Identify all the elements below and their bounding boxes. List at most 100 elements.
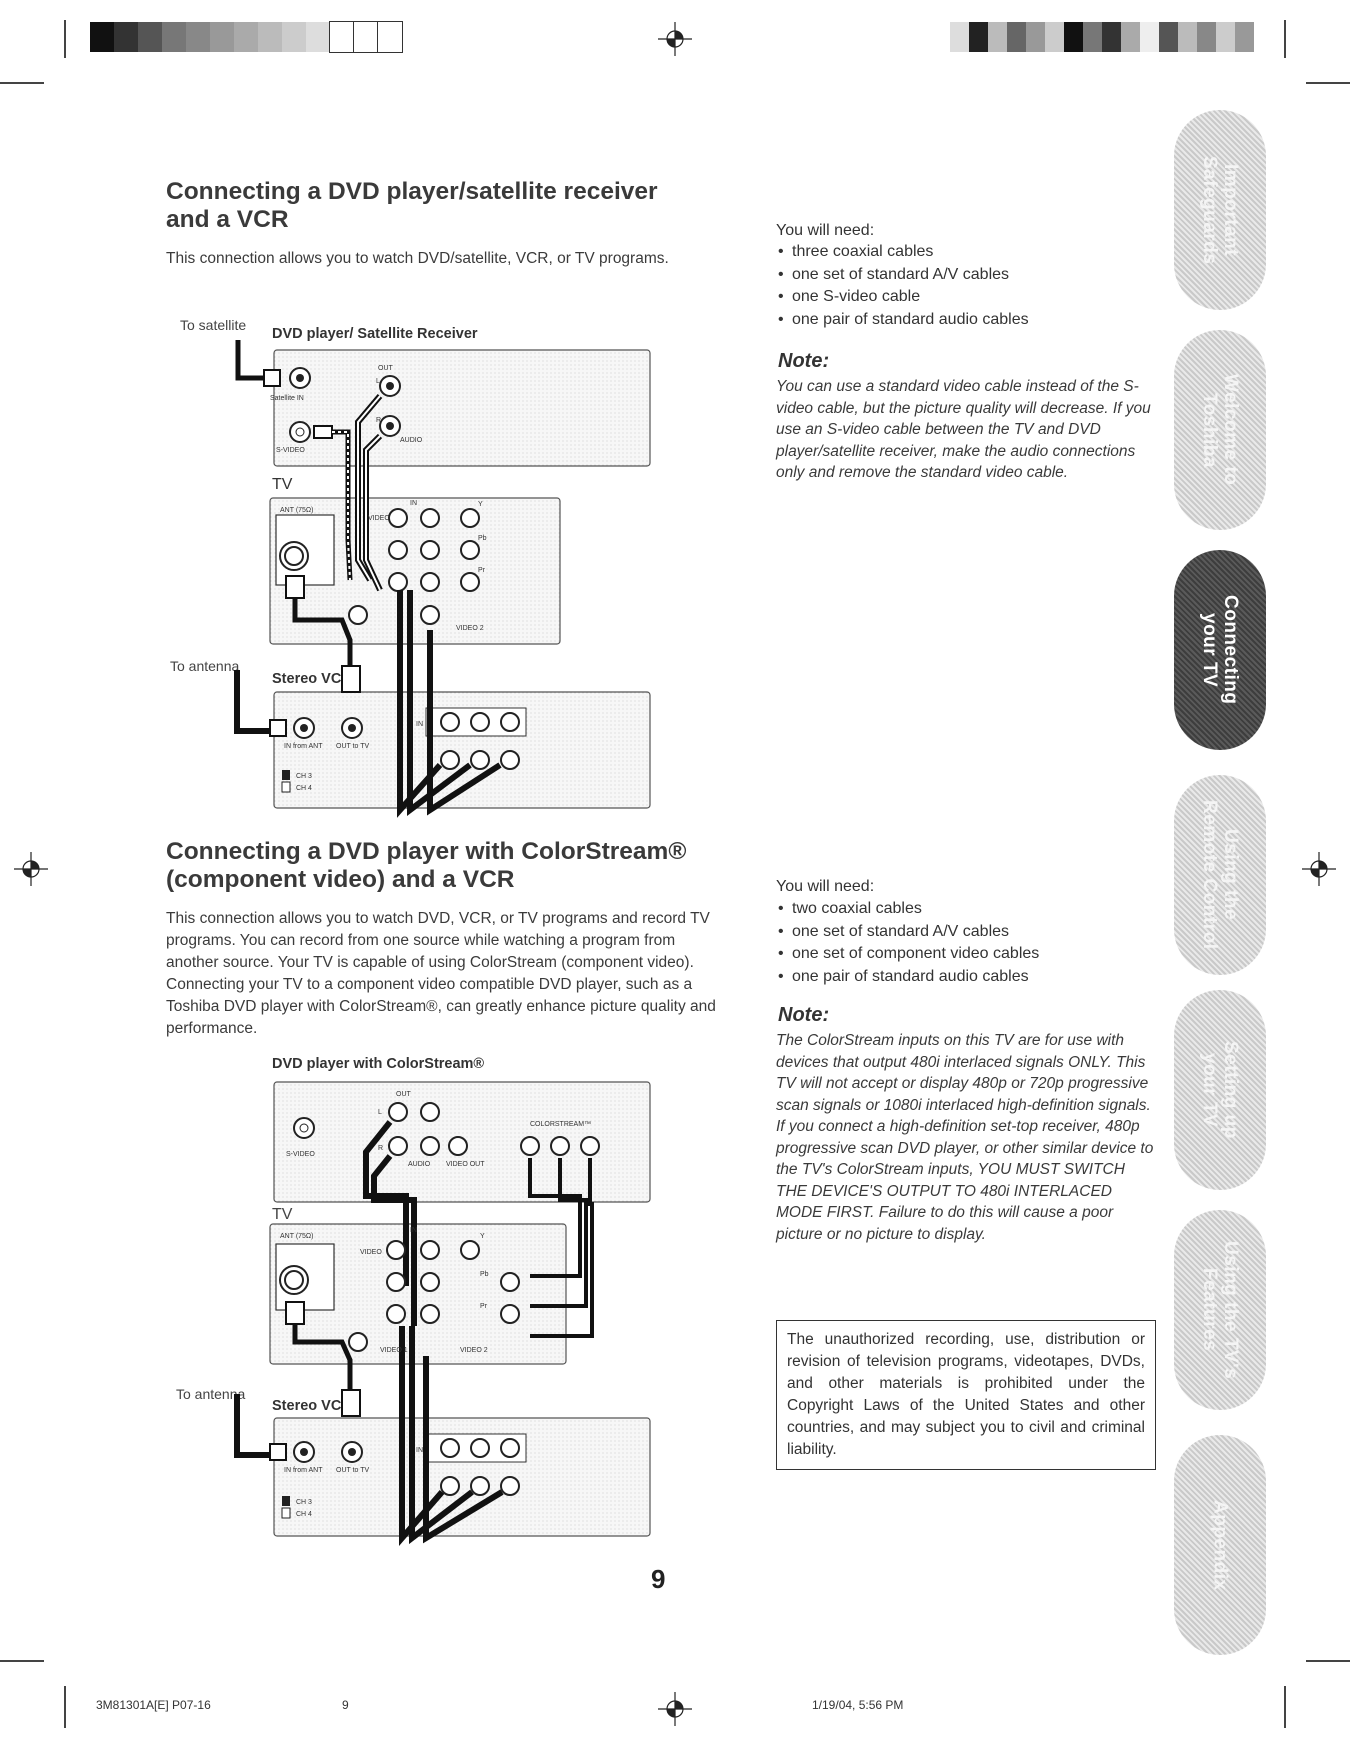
- vcr-label: Stereo VCR: [272, 671, 352, 687]
- need-item: two coaxial cables: [776, 898, 1156, 921]
- side-tab[interactable]: Setting up your TV: [1174, 990, 1266, 1190]
- satellite-in-label: Satellite IN: [270, 395, 304, 402]
- audio-label: AUDIO: [408, 1161, 431, 1168]
- section1-title-line1: Connecting a DVD player/satellite receiv…: [166, 178, 658, 205]
- side-tab[interactable]: Using the TV's Features: [1174, 1210, 1266, 1410]
- pr-label: Pr: [480, 1303, 488, 1310]
- video2-label: VIDEO 2: [456, 625, 484, 632]
- vcr2-label: Stereo VCR: [272, 1398, 352, 1414]
- r-label: R: [376, 417, 381, 424]
- pb-label: Pb: [478, 535, 487, 542]
- ant-label: ANT (75Ω): [280, 507, 314, 514]
- registration-target-icon: [658, 22, 692, 56]
- section2-title-line2: (component video) and a VCR: [166, 866, 515, 893]
- need-item: one set of standard A/V cables: [776, 921, 1156, 944]
- tv2-panel: [269, 1223, 567, 1365]
- side-tab[interactable]: Welcome to Toshiba: [1174, 330, 1266, 530]
- need-item: one S-video cable: [776, 286, 1156, 309]
- tv-panel: [269, 497, 561, 645]
- l-label: L: [378, 1109, 382, 1116]
- out-to-tv-label: OUT to TV: [336, 1467, 370, 1474]
- section1-need-title: You will need:: [776, 222, 875, 239]
- l-label: L: [376, 378, 380, 385]
- need-item: one set of component video cables: [776, 943, 1156, 966]
- tv-in-label: IN: [410, 1227, 417, 1234]
- video2-label: VIDEO 2: [460, 1347, 488, 1354]
- crop-mark: [0, 82, 44, 84]
- section1-title-line2: and a VCR: [166, 206, 289, 233]
- side-tab-label: Using the Remote Control: [1199, 800, 1241, 950]
- section1-title: Connecting a DVD player/satellite receiv…: [166, 178, 726, 234]
- need-item: one set of standard A/V cables: [776, 264, 1156, 287]
- out-to-tv-label: OUT to TV: [336, 743, 370, 750]
- s-video-label: S-VIDEO: [276, 447, 305, 454]
- in-from-ant-label: IN from ANT: [284, 1467, 323, 1474]
- section2-note-text: The ColorStream inputs on this TV are fo…: [776, 1032, 1154, 1243]
- video-label: VIDEO: [360, 1249, 382, 1256]
- to-satellite-label: To satellite: [180, 317, 247, 333]
- section1-needs-list: three coaxial cablesone set of standard …: [776, 241, 1156, 331]
- need-item: one pair of standard audio cables: [776, 966, 1156, 989]
- ch4-label: CH 4: [296, 785, 312, 792]
- video1-label: VIDEO 1: [380, 1347, 408, 1354]
- to-antenna-label: To antenna: [170, 658, 240, 674]
- footer-right: 1/19/04, 5:56 PM: [812, 1698, 904, 1712]
- copyright-notice: The unauthorized recording, use, distrib…: [776, 1320, 1156, 1470]
- side-tab-label: Setting up your TV: [1199, 1041, 1241, 1139]
- need-item: three coaxial cables: [776, 241, 1156, 264]
- section2-note-title: Note:: [778, 1004, 830, 1026]
- section2-title-line1: Connecting a DVD player with ColorStream…: [166, 838, 687, 865]
- vcr-in-label: IN: [416, 1447, 423, 1454]
- crop-mark: [64, 1686, 66, 1728]
- side-tab[interactable]: Connecting your TV: [1174, 550, 1266, 750]
- registration-target-icon: [14, 852, 48, 886]
- footer-center: 9: [342, 1698, 349, 1712]
- section1-intro: This connection allows you to watch DVD/…: [166, 250, 669, 267]
- side-tab-label: Welcome to Toshiba: [1199, 374, 1241, 486]
- registration-bar-left: [90, 21, 403, 53]
- connection-diagram-2: CH 3 CH 4 OUT L R COLORSTREAM™ S-VIDEO A…: [234, 1081, 651, 1546]
- video-out-label: VIDEO OUT: [446, 1161, 485, 1168]
- to-antenna2-label: To antenna: [176, 1386, 246, 1402]
- section2-title: Connecting a DVD player with ColorStream…: [166, 838, 766, 894]
- footer-left: 3M81301A[E] P07-16: [96, 1698, 211, 1712]
- tv-label: TV: [272, 476, 293, 493]
- crop-mark: [1284, 1686, 1286, 1728]
- s-video-label: S-VIDEO: [286, 1151, 315, 1158]
- out-label: OUT: [396, 1091, 412, 1098]
- side-tab[interactable]: Important Safeguards: [1174, 110, 1266, 310]
- ch4-label: CH 4: [296, 1511, 312, 1518]
- pb-label: Pb: [480, 1271, 489, 1278]
- side-tab-label: Appendix: [1209, 1499, 1231, 1591]
- audio-label: AUDIO: [400, 437, 423, 444]
- page-number: 9: [651, 1564, 666, 1594]
- colorstream-label: COLORSTREAM™: [530, 1121, 591, 1128]
- r-label: R: [378, 1145, 383, 1152]
- registration-target-icon: [1302, 852, 1336, 886]
- ant-label: ANT (75Ω): [280, 1233, 314, 1240]
- side-tab-label: Using the TV's Features: [1199, 1240, 1241, 1380]
- out-label: OUT: [378, 365, 394, 372]
- in-from-ant-label: IN from ANT: [284, 743, 323, 750]
- tv2-label: TV: [272, 1206, 293, 1223]
- device2-label: DVD player with ColorStream®: [272, 1056, 485, 1072]
- section2-need-title: You will need:: [776, 878, 875, 895]
- y-label: Y: [478, 501, 483, 508]
- need-item: one pair of standard audio cables: [776, 309, 1156, 332]
- crop-mark: [64, 20, 66, 58]
- registration-bar-right: [950, 22, 1254, 52]
- section2-intro: This connection allows you to watch DVD,…: [166, 910, 716, 1037]
- side-tab-label: Connecting your TV: [1199, 595, 1241, 705]
- side-tab[interactable]: Using the Remote Control: [1174, 775, 1266, 975]
- crop-mark: [1284, 20, 1286, 58]
- vcr-panel: [273, 691, 651, 809]
- ch3-label: CH 3: [296, 1499, 312, 1506]
- crop-mark: [0, 1660, 44, 1662]
- crop-mark: [1306, 1660, 1350, 1662]
- section2-needs-list: two coaxial cablesone set of standard A/…: [776, 898, 1156, 988]
- tv-in-label: IN: [410, 500, 417, 507]
- crop-mark: [1306, 82, 1350, 84]
- side-tab[interactable]: Appendix: [1174, 1435, 1266, 1655]
- vcr2-panel: [273, 1417, 651, 1537]
- registration-target-icon: [658, 1692, 692, 1726]
